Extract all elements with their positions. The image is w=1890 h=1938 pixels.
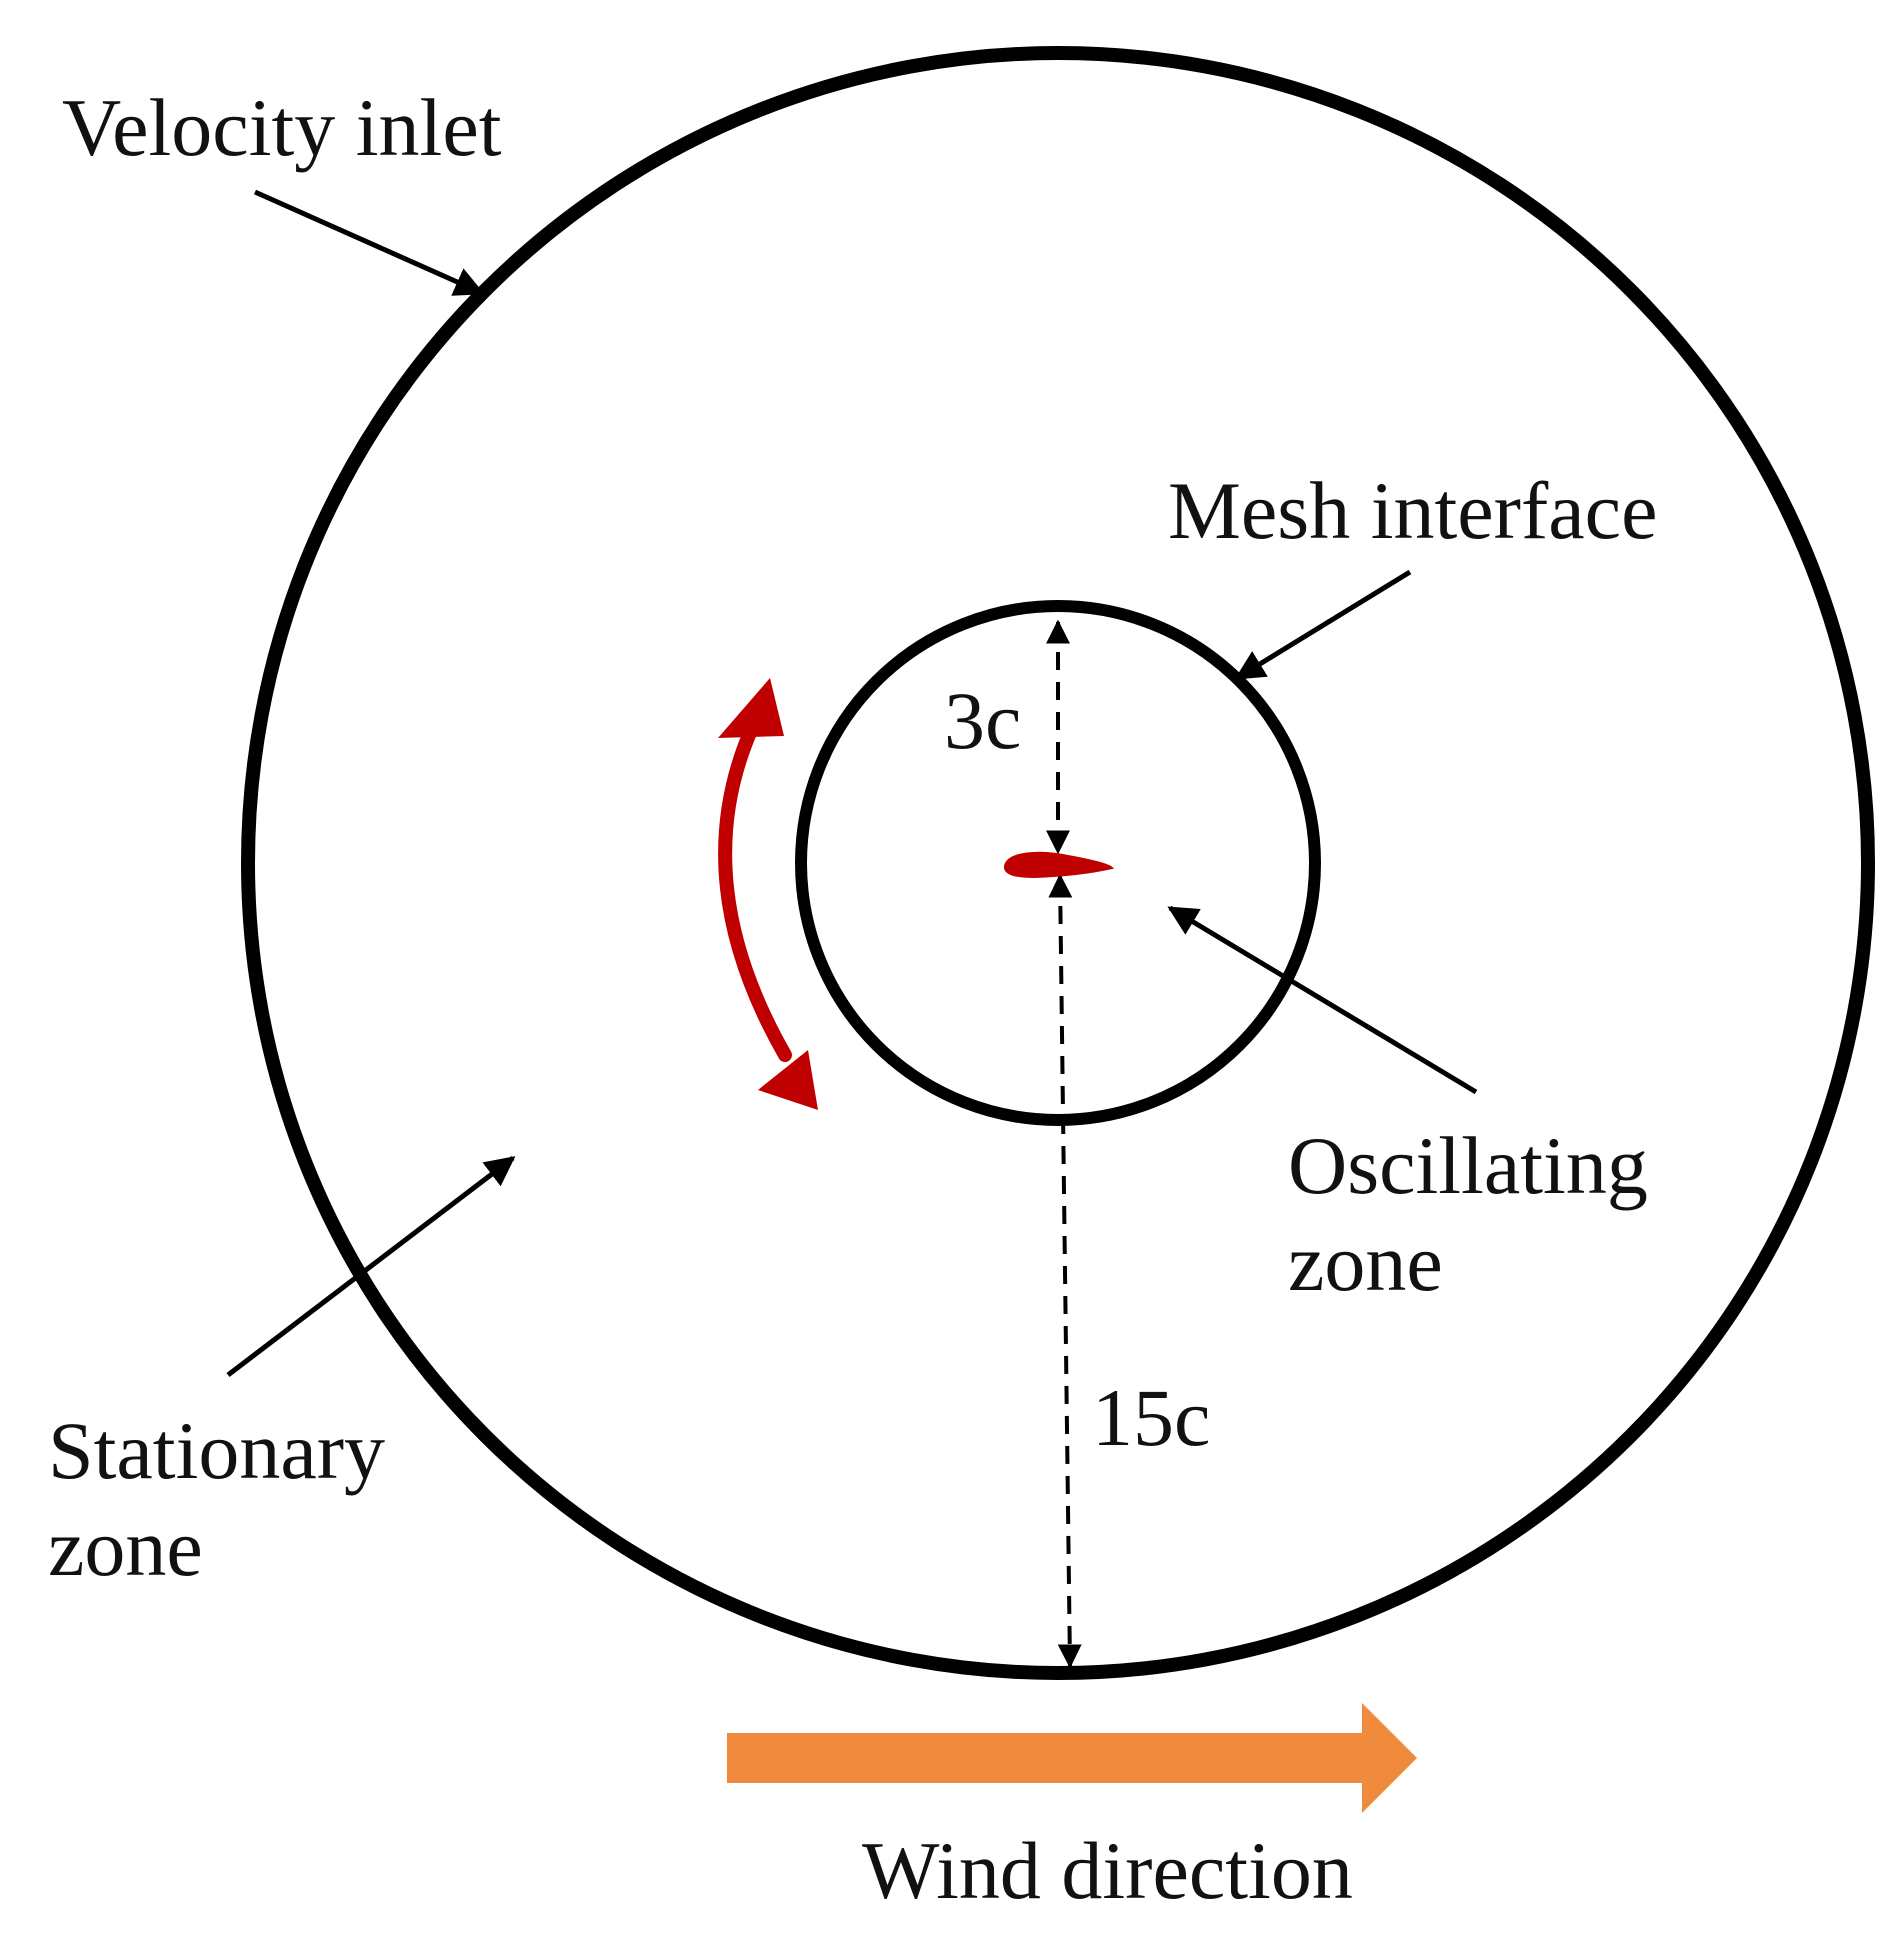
inner-radius-label: 3c [944, 675, 1021, 766]
stationary-zone-label-line1: Stationary [48, 1405, 385, 1496]
oscillation-arrow-icon [718, 678, 818, 1110]
wind-direction-arrow-icon [727, 1703, 1417, 1813]
velocity-inlet-label: Velocity inlet [62, 82, 502, 173]
velocity-inlet-leader-arrow [253, 189, 485, 296]
outer-radius-dimension-line [1048, 873, 1082, 1669]
outer-domain-circle [241, 46, 1875, 1680]
mesh-interface-leader-arrow [1234, 569, 1412, 681]
oscillating-zone-leader-arrow [1167, 905, 1478, 1095]
outer-radius-label: 15c [1092, 1372, 1210, 1463]
airfoil-icon [1003, 851, 1114, 879]
wind-direction-label: Wind direction [862, 1825, 1353, 1916]
stationary-zone-label-line2: zone [48, 1502, 203, 1593]
oscillating-zone-label-line1: Oscillating [1288, 1120, 1648, 1211]
stationary-zone-leader-arrow [226, 1156, 516, 1377]
oscillating-zone-label-line2: zone [1288, 1217, 1443, 1308]
mesh-interface-label: Mesh interface [1168, 465, 1657, 556]
